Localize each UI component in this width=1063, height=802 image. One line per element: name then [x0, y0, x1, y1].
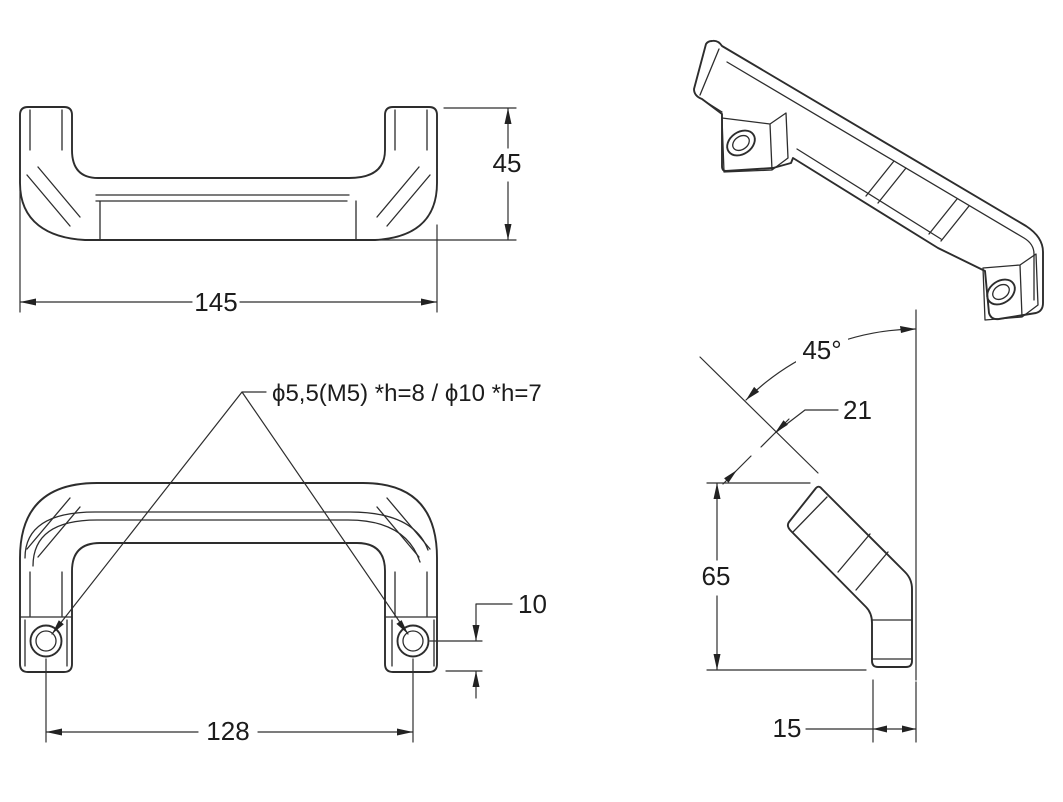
arrow-grip-lower — [724, 470, 737, 483]
isometric-view — [693, 39, 1044, 321]
angle-label: 45° — [802, 335, 841, 365]
arrow-arc-bottom — [746, 386, 760, 400]
dim-front-height: 45 — [379, 107, 522, 241]
arrow-down — [472, 625, 480, 641]
hole-offset-label: 10 — [518, 589, 547, 619]
foot-depth-label: 15 — [773, 713, 802, 743]
front-view-outline — [19, 106, 438, 241]
front-view-bar-seams — [95, 194, 357, 240]
dim-hole-spacing: 128 — [45, 658, 414, 746]
iso-foot-right — [982, 253, 1039, 321]
arrow-up — [713, 483, 721, 499]
front-height-label: 45 — [493, 148, 522, 178]
front-mounting-view: ϕ5,5(M5) *h=8 / ϕ10 *h=7 10 128 — [19, 380, 547, 746]
mounting-view-leg-seams — [19, 571, 438, 667]
arrow-left — [20, 298, 36, 306]
side-view-seams — [792, 496, 913, 660]
front-view-foot-seams — [29, 109, 428, 151]
iso-bar-lines — [699, 48, 1035, 301]
iso-foot-left — [721, 112, 789, 173]
dim-foot-depth: 15 — [773, 679, 917, 743]
iso-outline — [693, 39, 1044, 321]
side-view: 45° 21 65 15 — [699, 309, 917, 743]
side-height-label: 65 — [702, 561, 731, 591]
dim-front-width: 145 — [19, 189, 438, 317]
mounting-view-arch-seams — [24, 511, 429, 567]
side-view-outline — [786, 485, 913, 668]
hole-callout-label: ϕ5,5(M5) *h=8 / ϕ10 *h=7 — [272, 380, 542, 407]
front-view: 145 45 — [19, 106, 522, 317]
arrow-left — [873, 725, 887, 733]
arrow-arc-top — [900, 326, 916, 333]
arrow-right — [902, 725, 916, 733]
arrow-right — [397, 728, 413, 736]
arrow-up — [472, 671, 480, 687]
leader-arrow-right — [396, 620, 408, 634]
hole-callout: ϕ5,5(M5) *h=8 / ϕ10 *h=7 — [51, 380, 542, 635]
arrow-left — [46, 728, 62, 736]
dim-hole-offset: 10 — [429, 589, 547, 699]
dim-side-height: 65 — [702, 482, 867, 671]
dim-grip-width: 21 — [722, 395, 872, 485]
angle-label-mask — [796, 337, 848, 363]
arrow-grip-upper — [775, 420, 788, 433]
arrow-down — [504, 224, 512, 240]
dim-angle: 45° — [699, 326, 916, 474]
front-view-corner-seams — [26, 166, 431, 227]
mounting-hole-right — [396, 624, 430, 658]
arrow-right — [421, 298, 437, 306]
mounting-hole-left — [29, 624, 63, 658]
leader-arrow-left — [52, 620, 64, 634]
front-width-label: 145 — [194, 287, 237, 317]
arrow-up — [504, 108, 512, 124]
grip-width-label: 21 — [843, 395, 872, 425]
mounting-view-outline — [19, 482, 438, 673]
mounting-view-corner-seams — [26, 497, 431, 558]
hole-spacing-label: 128 — [206, 716, 249, 746]
arrow-down — [713, 654, 721, 670]
